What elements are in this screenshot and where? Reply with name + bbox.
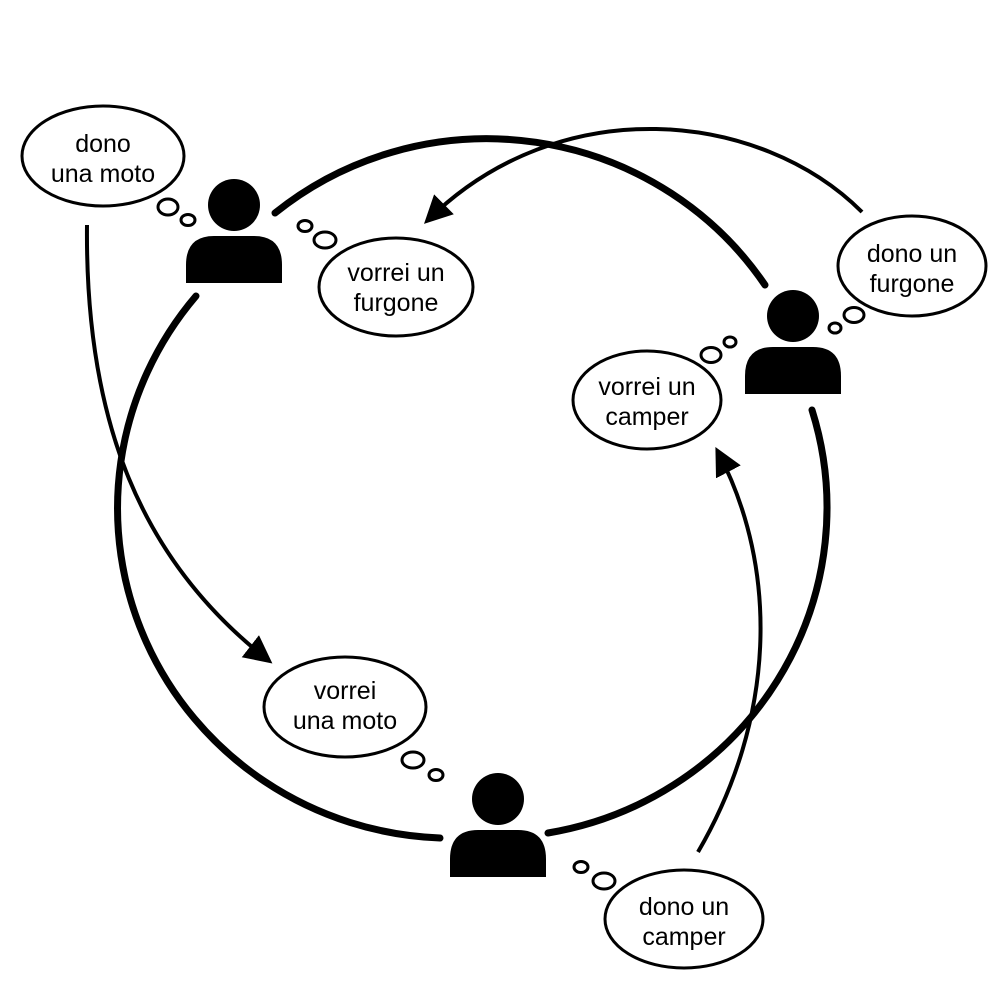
bubble-line: vorrei	[314, 677, 377, 705]
circle-arc-top	[271, 135, 769, 289]
arrow-moto	[84, 224, 273, 664]
gift-arrows	[84, 127, 864, 854]
bubble-line: dono	[75, 130, 131, 158]
person-icon	[745, 290, 841, 394]
thought-bubble-gives-camper: dono un camper	[572, 860, 765, 970]
thought-bubble-wants-furgone: vorrei un furgone	[296, 219, 475, 338]
exchange-circle	[114, 135, 831, 842]
person-icon	[186, 179, 282, 283]
thought-bubble-wants-moto: vorrei una moto	[262, 655, 445, 782]
arrow-camper	[696, 447, 763, 854]
bubble-line: camper	[642, 923, 725, 951]
bubble-line: vorrei un	[347, 259, 444, 287]
arrow-furgone	[424, 127, 864, 224]
bubble-line: vorrei un	[598, 373, 695, 401]
circle-arc-right	[544, 406, 831, 837]
circle-arc-left	[114, 292, 444, 842]
thought-bubble-wants-camper: vorrei un camper	[571, 335, 738, 451]
bubble-line: furgone	[870, 270, 955, 298]
thought-bubble-gives-moto: dono una moto	[20, 104, 197, 227]
bubble-line: una moto	[293, 707, 397, 735]
thought-bubble-gives-furgone: dono un furgone	[827, 214, 988, 335]
bubble-line: dono un	[639, 893, 729, 921]
bubble-line: furgone	[354, 289, 439, 317]
person-icon	[450, 773, 546, 877]
bubble-line: una moto	[51, 160, 155, 188]
bubble-line: camper	[605, 403, 688, 431]
bubble-line: dono un	[867, 240, 957, 268]
